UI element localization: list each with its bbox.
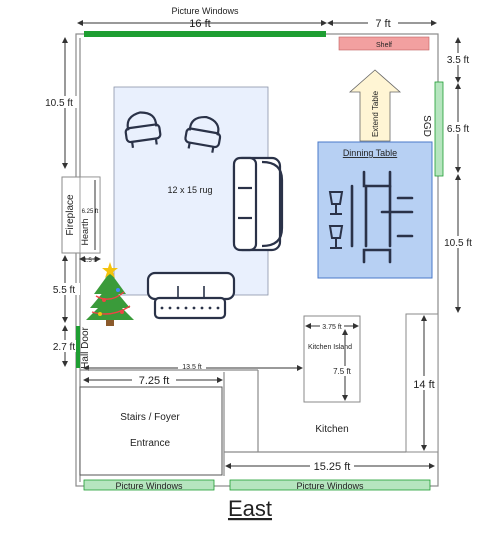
extend-table-label: Extend Table [371, 90, 380, 137]
armchair-right-icon [184, 115, 222, 153]
kitchen-width: 15.25 ft [314, 461, 351, 473]
shelf [338, 36, 430, 51]
hearth-label: Hearth [80, 218, 90, 245]
rug [113, 86, 269, 296]
island-length: 7.5 ft [333, 367, 352, 376]
entrance-label: Entrance [130, 438, 170, 449]
top-windows-label: Picture Windows [171, 6, 239, 16]
top-windows-dim: 16 ft [189, 18, 210, 30]
hearth-depth: 1.5 ft [83, 258, 97, 264]
christmas-tree-icon [86, 262, 134, 326]
stairs-width: 7.25 ft [139, 375, 170, 387]
bottom-windows-right-label: Picture Windows [296, 481, 364, 491]
bottom-window-right [229, 479, 431, 491]
sofa-horizontal-icon [146, 271, 236, 320]
top-picture-window [84, 31, 326, 37]
stairs-foyer [79, 386, 223, 476]
rug-label: 12 x 15 rug [167, 185, 212, 195]
bottom-window-left [83, 479, 215, 491]
east-label: East [228, 496, 272, 521]
dining-table-icon [350, 170, 414, 264]
sgd-label: SGD [421, 115, 432, 137]
left-dim-door: 2.7 ft [53, 342, 75, 353]
shelf-label: Shelf [376, 42, 392, 49]
top-right-dim: 7 ft [375, 18, 390, 30]
kitchen-label: Kitchen [315, 424, 348, 435]
right-dim-kitchen: 14 ft [413, 379, 434, 391]
left-dim-mid: 5.5 ft [53, 285, 75, 296]
right-dim-top: 3.5 ft [447, 55, 469, 66]
span-dim: 13.5 ft [182, 364, 202, 371]
sliding-glass-door [434, 81, 444, 177]
dining-table-label: Dinning Table [343, 148, 397, 158]
hall-door [76, 326, 80, 368]
kitchen-island-label: Kitchen Island [308, 344, 352, 351]
extend-table-arrow [348, 69, 402, 142]
island-width: 3.75 ft [322, 324, 342, 331]
armchair-left-icon [124, 111, 162, 148]
hall-door-label: Hall Door [80, 326, 91, 368]
fireplace-label: Fireplace [65, 194, 76, 236]
left-dim-top: 10.5 ft [45, 98, 73, 109]
wine-glass-icons [328, 191, 344, 249]
right-dim-mid: 10.5 ft [444, 238, 472, 249]
right-dim-sgd: 6.5 ft [447, 124, 469, 135]
sofa-cushion-dots [160, 306, 220, 310]
sofa-vertical-icon [232, 156, 284, 252]
bottom-windows-left-label: Picture Windows [115, 481, 183, 491]
stairs-foyer-label: Stairs / Foyer [120, 412, 180, 423]
kitchen-island [303, 315, 361, 403]
hearth-dim: 6.25 ft [82, 209, 99, 215]
